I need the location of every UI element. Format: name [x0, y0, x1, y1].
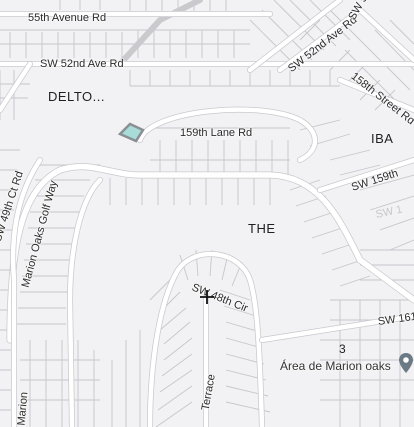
crosshair-icon — [200, 290, 214, 304]
street-label-159th-lane: 159th Lane Rd — [180, 127, 253, 139]
area-label-iba: IBA — [371, 131, 394, 146]
poi-label-area-de-marion-oaks[interactable]: Área de Marion oaks — [280, 359, 391, 373]
map-pin-icon[interactable] — [398, 352, 414, 374]
street-label-sw-52nd-ave-left: SW 52nd Ave Rd — [40, 58, 124, 70]
route-badge: 3 — [339, 342, 346, 356]
area-label-the: THE — [248, 221, 276, 236]
street-label-55th-avenue: 55th Avenue Rd — [28, 12, 107, 24]
area-label-delto: DELTO... — [48, 89, 105, 104]
pond-shape — [117, 122, 145, 143]
